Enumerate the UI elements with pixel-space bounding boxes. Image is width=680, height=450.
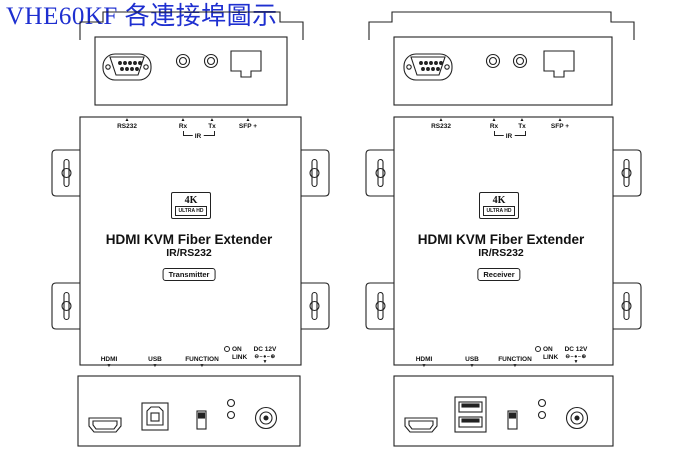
led-indicators-icon bbox=[226, 398, 236, 420]
usb-b-port-icon bbox=[141, 402, 169, 431]
label-function: FUNCTION▼ bbox=[498, 356, 532, 369]
ir-tx-jack-icon bbox=[203, 53, 219, 69]
label-hdmi: HDMI▼ bbox=[100, 356, 118, 369]
label-hdmi: HDMI▼ bbox=[415, 356, 433, 369]
label-rx: ▲Rx bbox=[489, 117, 499, 131]
label-function: FUNCTION▼ bbox=[185, 356, 219, 369]
role-badge: Receiver bbox=[477, 268, 521, 281]
receiver-unit: ▲RS232 ▲Rx ▲Tx IR ▲SFP + 4K ULTRA HD HDM… bbox=[321, 0, 661, 450]
hdmi-port-icon bbox=[88, 417, 122, 433]
led-indicators-icon bbox=[537, 398, 547, 420]
label-dc: DC 12V⊖–●–⊕▼ bbox=[253, 346, 277, 365]
db9-connector-icon bbox=[403, 53, 453, 81]
mounting-ear-bottom-left bbox=[365, 282, 394, 330]
label-tx: ▲Tx bbox=[518, 117, 526, 131]
db9-connector-icon bbox=[102, 53, 152, 81]
on-led-icon bbox=[224, 346, 230, 353]
hdmi-port-icon bbox=[404, 417, 438, 433]
mounting-ear-bottom-left bbox=[51, 282, 80, 330]
4k-ultra-hd-logo: 4K ULTRA HD bbox=[171, 192, 211, 219]
on-led-icon bbox=[535, 346, 541, 353]
label-on-link: ON LINK bbox=[535, 346, 558, 362]
top-end-plate bbox=[368, 11, 635, 106]
label-rx: ▲Rx bbox=[178, 117, 188, 131]
label-rs232: ▲RS232 bbox=[431, 117, 451, 131]
function-switch-icon bbox=[196, 410, 207, 430]
label-tx: ▲Tx bbox=[208, 117, 216, 131]
label-ir: IR bbox=[503, 133, 515, 141]
sfp-port-icon bbox=[543, 50, 575, 78]
ir-rx-jack-icon bbox=[175, 53, 191, 69]
mounting-ear-top-left bbox=[365, 149, 394, 197]
ir-rx-jack-icon bbox=[485, 53, 501, 69]
label-on-link: ON LINK bbox=[224, 346, 247, 362]
ir-tx-jack-icon bbox=[512, 53, 528, 69]
label-ir: IR bbox=[192, 133, 204, 141]
4k-ultra-hd-logo: 4K ULTRA HD bbox=[479, 192, 519, 219]
mounting-ear-top-right bbox=[301, 149, 330, 197]
label-dc: DC 12V⊖–●–⊕▼ bbox=[564, 346, 588, 365]
page-title: VHE60KF 各連接埠圖示 bbox=[6, 3, 278, 30]
product-subtitle: IR/RS232 bbox=[166, 247, 212, 259]
sfp-port-icon bbox=[230, 50, 262, 78]
label-sfp: ▲SFP + bbox=[238, 117, 258, 131]
dual-usb-a-port-icon bbox=[454, 396, 487, 433]
label-usb: USB▼ bbox=[465, 356, 479, 369]
mounting-ear-top-right bbox=[613, 149, 642, 197]
transmitter-unit: ▲RS232 ▲Rx ▲Tx IR ▲SFP + 4K ULTRA HD HDM… bbox=[51, 11, 330, 447]
top-end-plate bbox=[79, 11, 304, 106]
mounting-ear-top-left bbox=[51, 149, 80, 197]
bottom-end-plate bbox=[393, 375, 614, 447]
housing bbox=[393, 116, 614, 366]
function-switch-icon bbox=[507, 410, 518, 430]
product-subtitle: IR/RS232 bbox=[478, 247, 524, 259]
dc-power-jack-icon bbox=[565, 406, 589, 430]
product-name: HDMI KVM Fiber Extender bbox=[417, 232, 585, 247]
bottom-end-plate bbox=[77, 375, 301, 447]
product-name: HDMI KVM Fiber Extender bbox=[105, 232, 273, 247]
label-rs232: ▲RS232 bbox=[117, 117, 137, 131]
mounting-ear-bottom-right bbox=[613, 282, 642, 330]
label-usb: USB▼ bbox=[148, 356, 162, 369]
mounting-ear-bottom-right bbox=[301, 282, 330, 330]
receiver-drawing bbox=[365, 11, 642, 447]
label-sfp: ▲SFP + bbox=[550, 117, 570, 131]
role-badge: Transmitter bbox=[162, 268, 216, 281]
transmitter-drawing bbox=[51, 11, 330, 447]
housing bbox=[79, 116, 302, 366]
dc-power-jack-icon bbox=[254, 406, 278, 430]
